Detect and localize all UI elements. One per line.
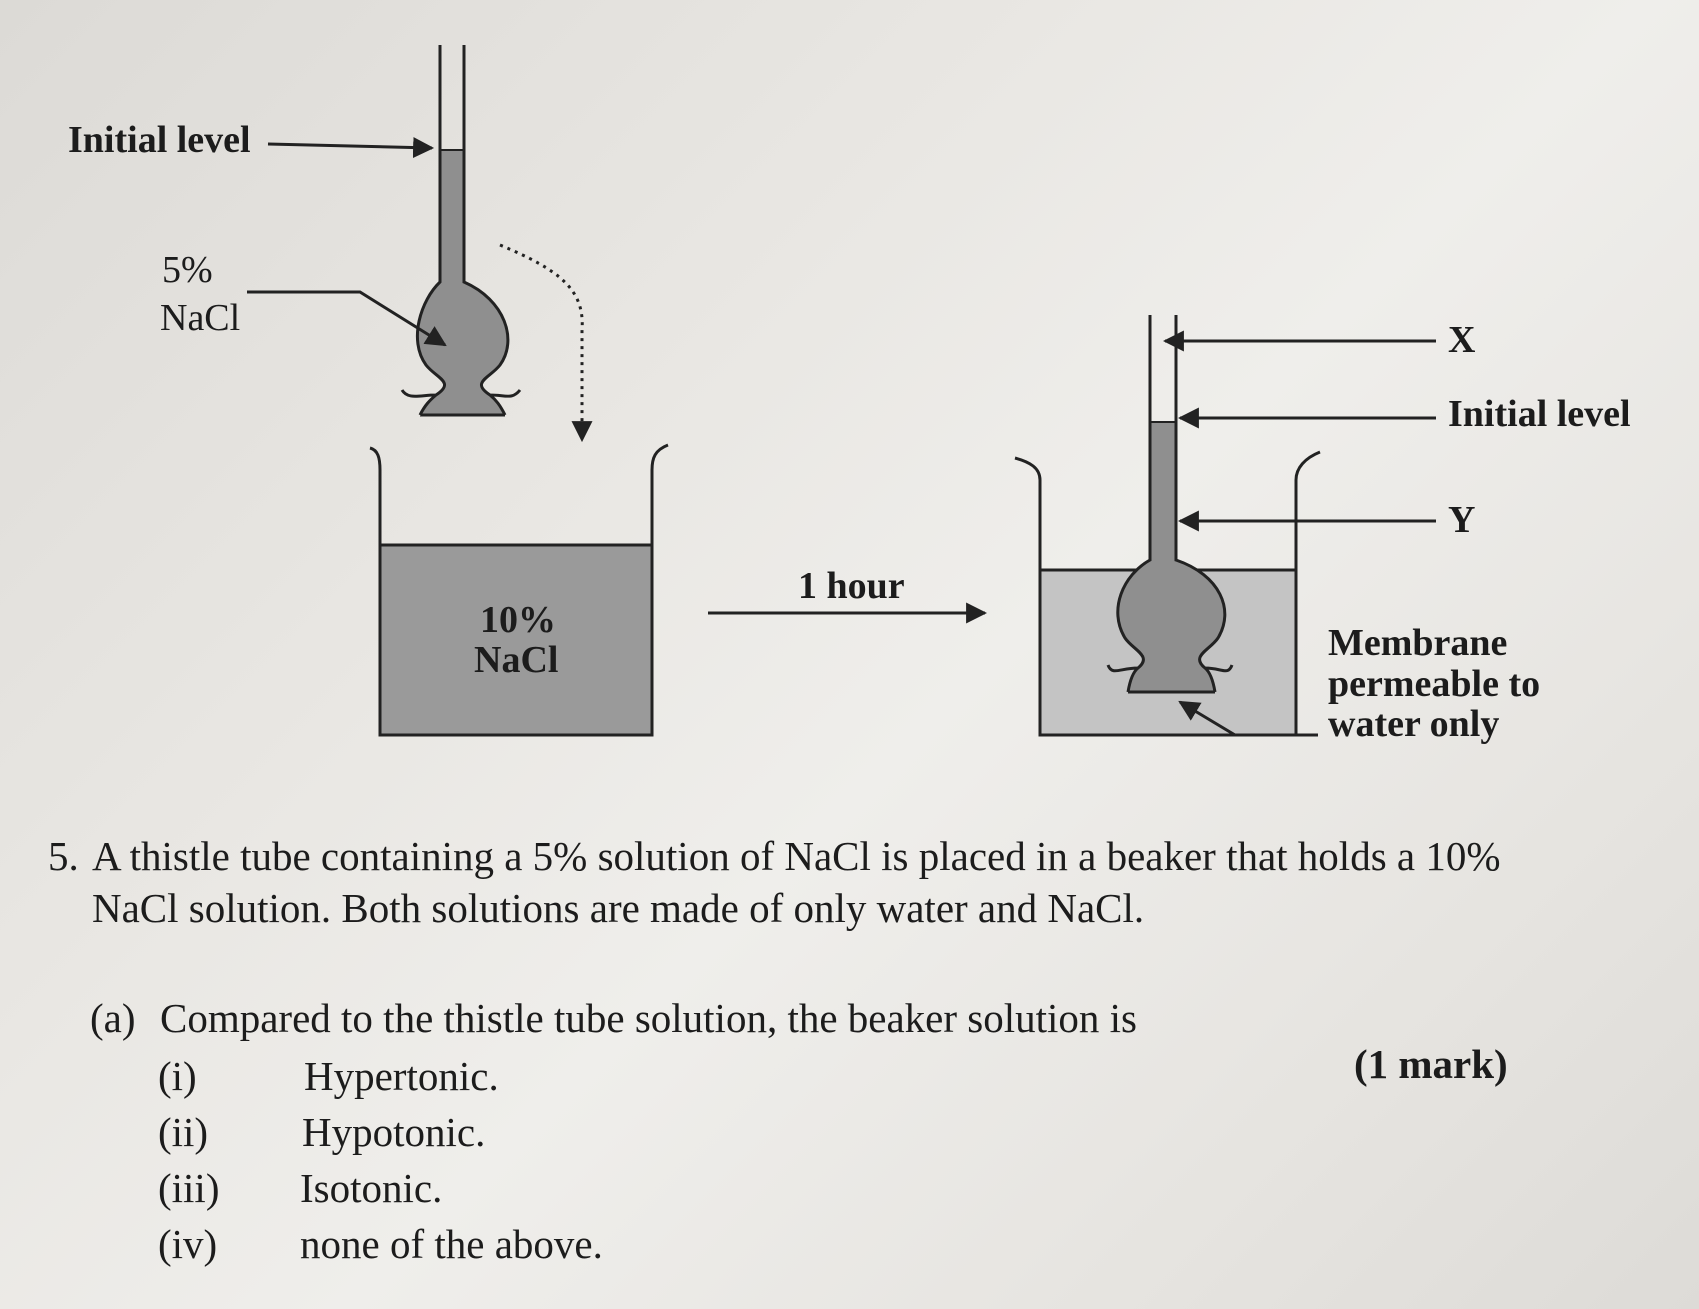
level-x-label: X — [1448, 319, 1476, 361]
initial-level-arrow-left — [267, 137, 435, 159]
question-stem-line1: A thistle tube containing a 5% solution … — [92, 833, 1501, 879]
tube-after-outline — [1106, 315, 1234, 694]
thistle-tube-before — [400, 45, 522, 417]
initial-level-label-right: Initial level — [1448, 393, 1631, 435]
option-iv-text: none of the above. — [300, 1221, 603, 1267]
tube-before-outline — [400, 45, 522, 417]
beaker-solution-percent-label: 10% — [480, 599, 556, 641]
question-stem-line2: NaCl solution. Both solutions are made o… — [92, 885, 1145, 931]
option-ii-number: (ii) — [158, 1109, 209, 1155]
thistle-tube-after — [1106, 315, 1234, 694]
option-iv-number: (iv) — [158, 1221, 218, 1267]
option-iii-text: Isotonic. — [300, 1165, 443, 1211]
marks-label: (1 mark) — [1354, 1041, 1508, 1087]
option-i-number: (i) — [158, 1053, 197, 1099]
option-i-text: Hypertonic. — [304, 1053, 499, 1099]
beaker-before-liquid — [380, 545, 652, 735]
membrane-label-line2: permeable to — [1328, 663, 1541, 705]
tube-after-liquid — [1117, 422, 1225, 692]
placement-dotted-arrow — [499, 243, 593, 443]
level-y-label: Y — [1448, 499, 1476, 541]
tube-solution-name-label: NaCl — [160, 297, 241, 339]
question-number: 5. — [48, 833, 79, 879]
option-iii-number: (iii) — [158, 1165, 220, 1211]
part-a-text: Compared to the thistle tube solution, t… — [160, 995, 1138, 1041]
beaker-after-outline — [1014, 450, 1321, 737]
initial-level-label-left: Initial level — [68, 119, 251, 161]
part-a-label: (a) — [90, 995, 136, 1041]
tube-solution-arrow — [247, 290, 447, 347]
beaker-solution-name-label: NaCl — [474, 639, 559, 681]
tube-solution-percent-label: 5% — [162, 249, 213, 291]
beaker-before — [369, 443, 669, 737]
time-label: 1 hour — [798, 565, 905, 607]
membrane-arrow — [1178, 700, 1318, 737]
option-ii-text: Hypotonic. — [302, 1109, 486, 1155]
membrane-label-line3: water only — [1328, 703, 1500, 745]
beaker-before-outline — [369, 443, 669, 737]
membrane-label-line1: Membrane — [1328, 622, 1508, 664]
